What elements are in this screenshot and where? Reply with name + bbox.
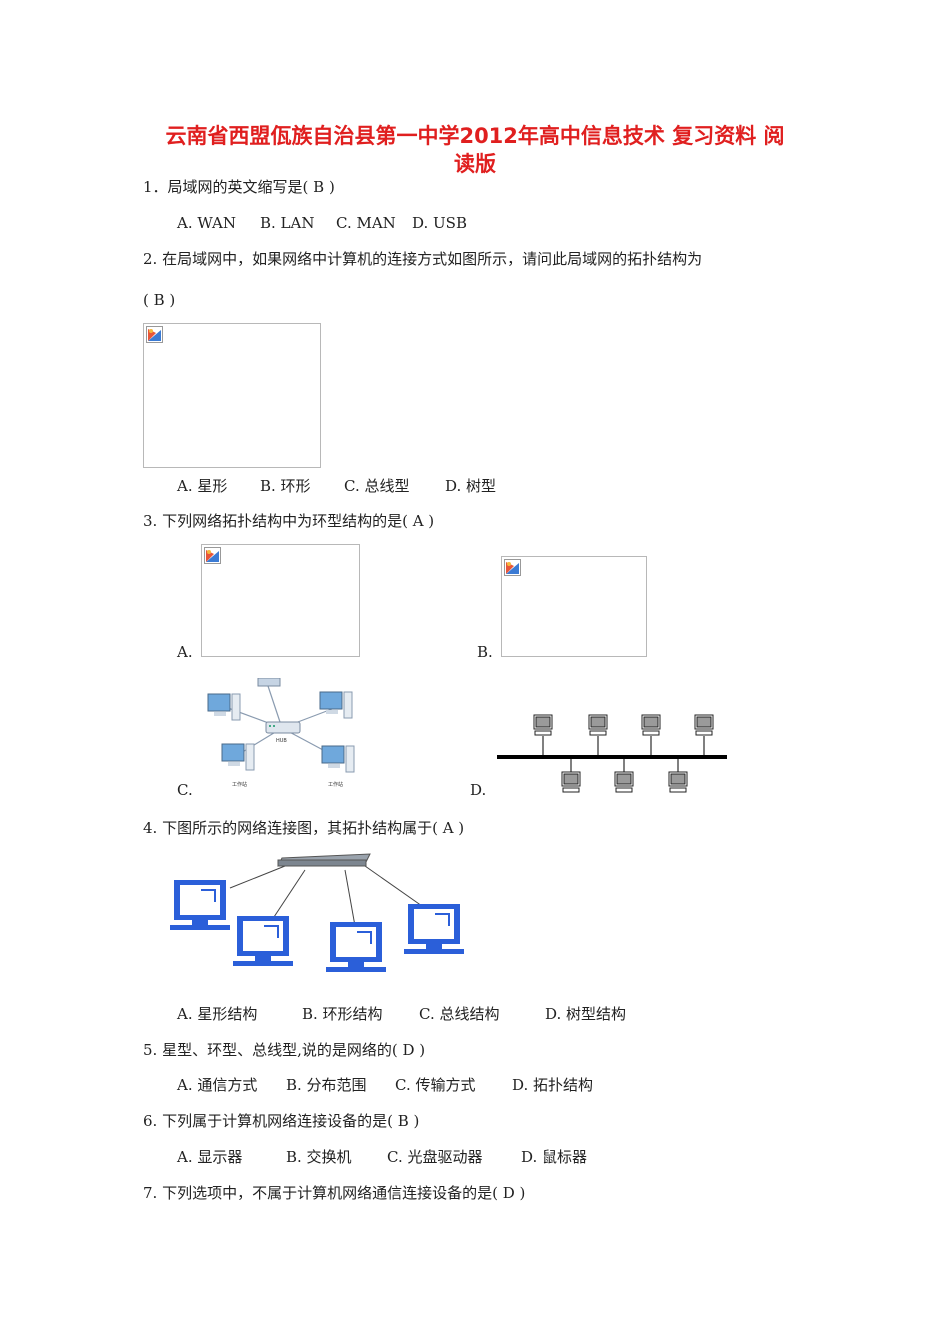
hub-icon (265, 721, 301, 734)
question-2-answer: ( B ) (143, 291, 176, 309)
broken-image-icon (504, 559, 521, 576)
q6-option-d: D. 鼠标器 (521, 1148, 588, 1166)
computer-icon (561, 771, 581, 793)
q6-option-a: A. 显示器 (177, 1148, 243, 1166)
q4-option-c: C. 总线结构 (419, 1005, 500, 1023)
question-4: 4. 下图所示的网络连接图，其拓扑结构属于( A ) (143, 819, 465, 837)
document-title: 云南省西盟佤族自治县第一中学2012年高中信息技术 复习资料 阅 读版 (140, 122, 810, 178)
computer-icon (641, 714, 661, 736)
hub-label: HUB (276, 738, 287, 744)
q2-option-b: B. 环形 (260, 477, 311, 495)
broken-image-placeholder (143, 323, 321, 468)
q4-option-a: A. 星形结构 (177, 1005, 258, 1023)
q3-option-d: D. (470, 781, 487, 799)
computer-icon (533, 714, 553, 736)
q1-option-d: D. USB (412, 214, 467, 232)
workstation-icon (221, 743, 255, 771)
star-network-diagram (170, 853, 464, 972)
q6-option-c: C. 光盘驱动器 (387, 1148, 483, 1166)
switch-icon (277, 853, 371, 867)
question-1: 1．局域网的英文缩写是( B ) (143, 178, 335, 196)
q6-option-b: B. 交换机 (286, 1148, 352, 1166)
star-topology-diagram: HUB 工作站 工作站 (207, 678, 355, 788)
q5-option-c: C. 传输方式 (395, 1076, 476, 1094)
q4-option-b: B. 环形结构 (302, 1005, 383, 1023)
q5-option-a: A. 通信方式 (177, 1076, 258, 1094)
computer-icon (694, 714, 714, 736)
workstation-label-2: 工作站 (328, 781, 343, 788)
q3-option-c: C. (177, 781, 193, 799)
q2-option-c: C. 总线型 (344, 477, 410, 495)
monitor-icon (170, 880, 230, 930)
q2-option-a: A. 星形 (177, 477, 228, 495)
q3-option-b: B. (477, 643, 493, 661)
monitor-icon (326, 922, 386, 972)
workstation-icon (257, 678, 281, 687)
computer-icon (668, 771, 688, 793)
workstation-icon (321, 745, 355, 773)
q1-option-c: C. MAN (336, 214, 396, 232)
q1-option-b: B. LAN (260, 214, 315, 232)
question-5: 5. 星型、环型、总线型,说的是网络的( D ) (143, 1041, 426, 1059)
workstation-icon (207, 693, 241, 721)
question-3: 3. 下列网络拓扑结构中为环型结构的是( A ) (143, 512, 435, 530)
question-2: 2. 在局域网中，如果网络中计算机的连接方式如图所示，请问此局域网的拓扑结构为 (143, 250, 703, 268)
q4-option-d: D. 树型结构 (545, 1005, 627, 1023)
computer-icon (588, 714, 608, 736)
broken-image-icon (204, 547, 221, 564)
q5-option-b: B. 分布范围 (286, 1076, 367, 1094)
monitor-icon (404, 904, 464, 954)
question-6: 6. 下列属于计算机网络连接设备的是( B ) (143, 1112, 420, 1130)
q3-option-a: A. (177, 643, 193, 661)
broken-image-icon (146, 326, 163, 343)
bus-topology-diagram (497, 714, 727, 793)
question-7: 7. 下列选项中，不属于计算机网络通信连接设备的是( D ) (143, 1184, 526, 1202)
q5-option-d: D. 拓扑结构 (512, 1076, 594, 1094)
title-line-1: 云南省西盟佤族自治县第一中学2012年高中信息技术 复习资料 阅 (165, 124, 785, 148)
q1-option-a: A. WAN (177, 214, 236, 232)
broken-image-placeholder (201, 544, 360, 657)
computer-icon (614, 771, 634, 793)
broken-image-placeholder (501, 556, 647, 657)
monitor-icon (233, 916, 293, 966)
title-line-2: 读版 (454, 152, 496, 176)
workstation-icon (319, 691, 353, 719)
q2-option-d: D. 树型 (445, 477, 497, 495)
workstation-label-1: 工作站 (232, 781, 247, 788)
